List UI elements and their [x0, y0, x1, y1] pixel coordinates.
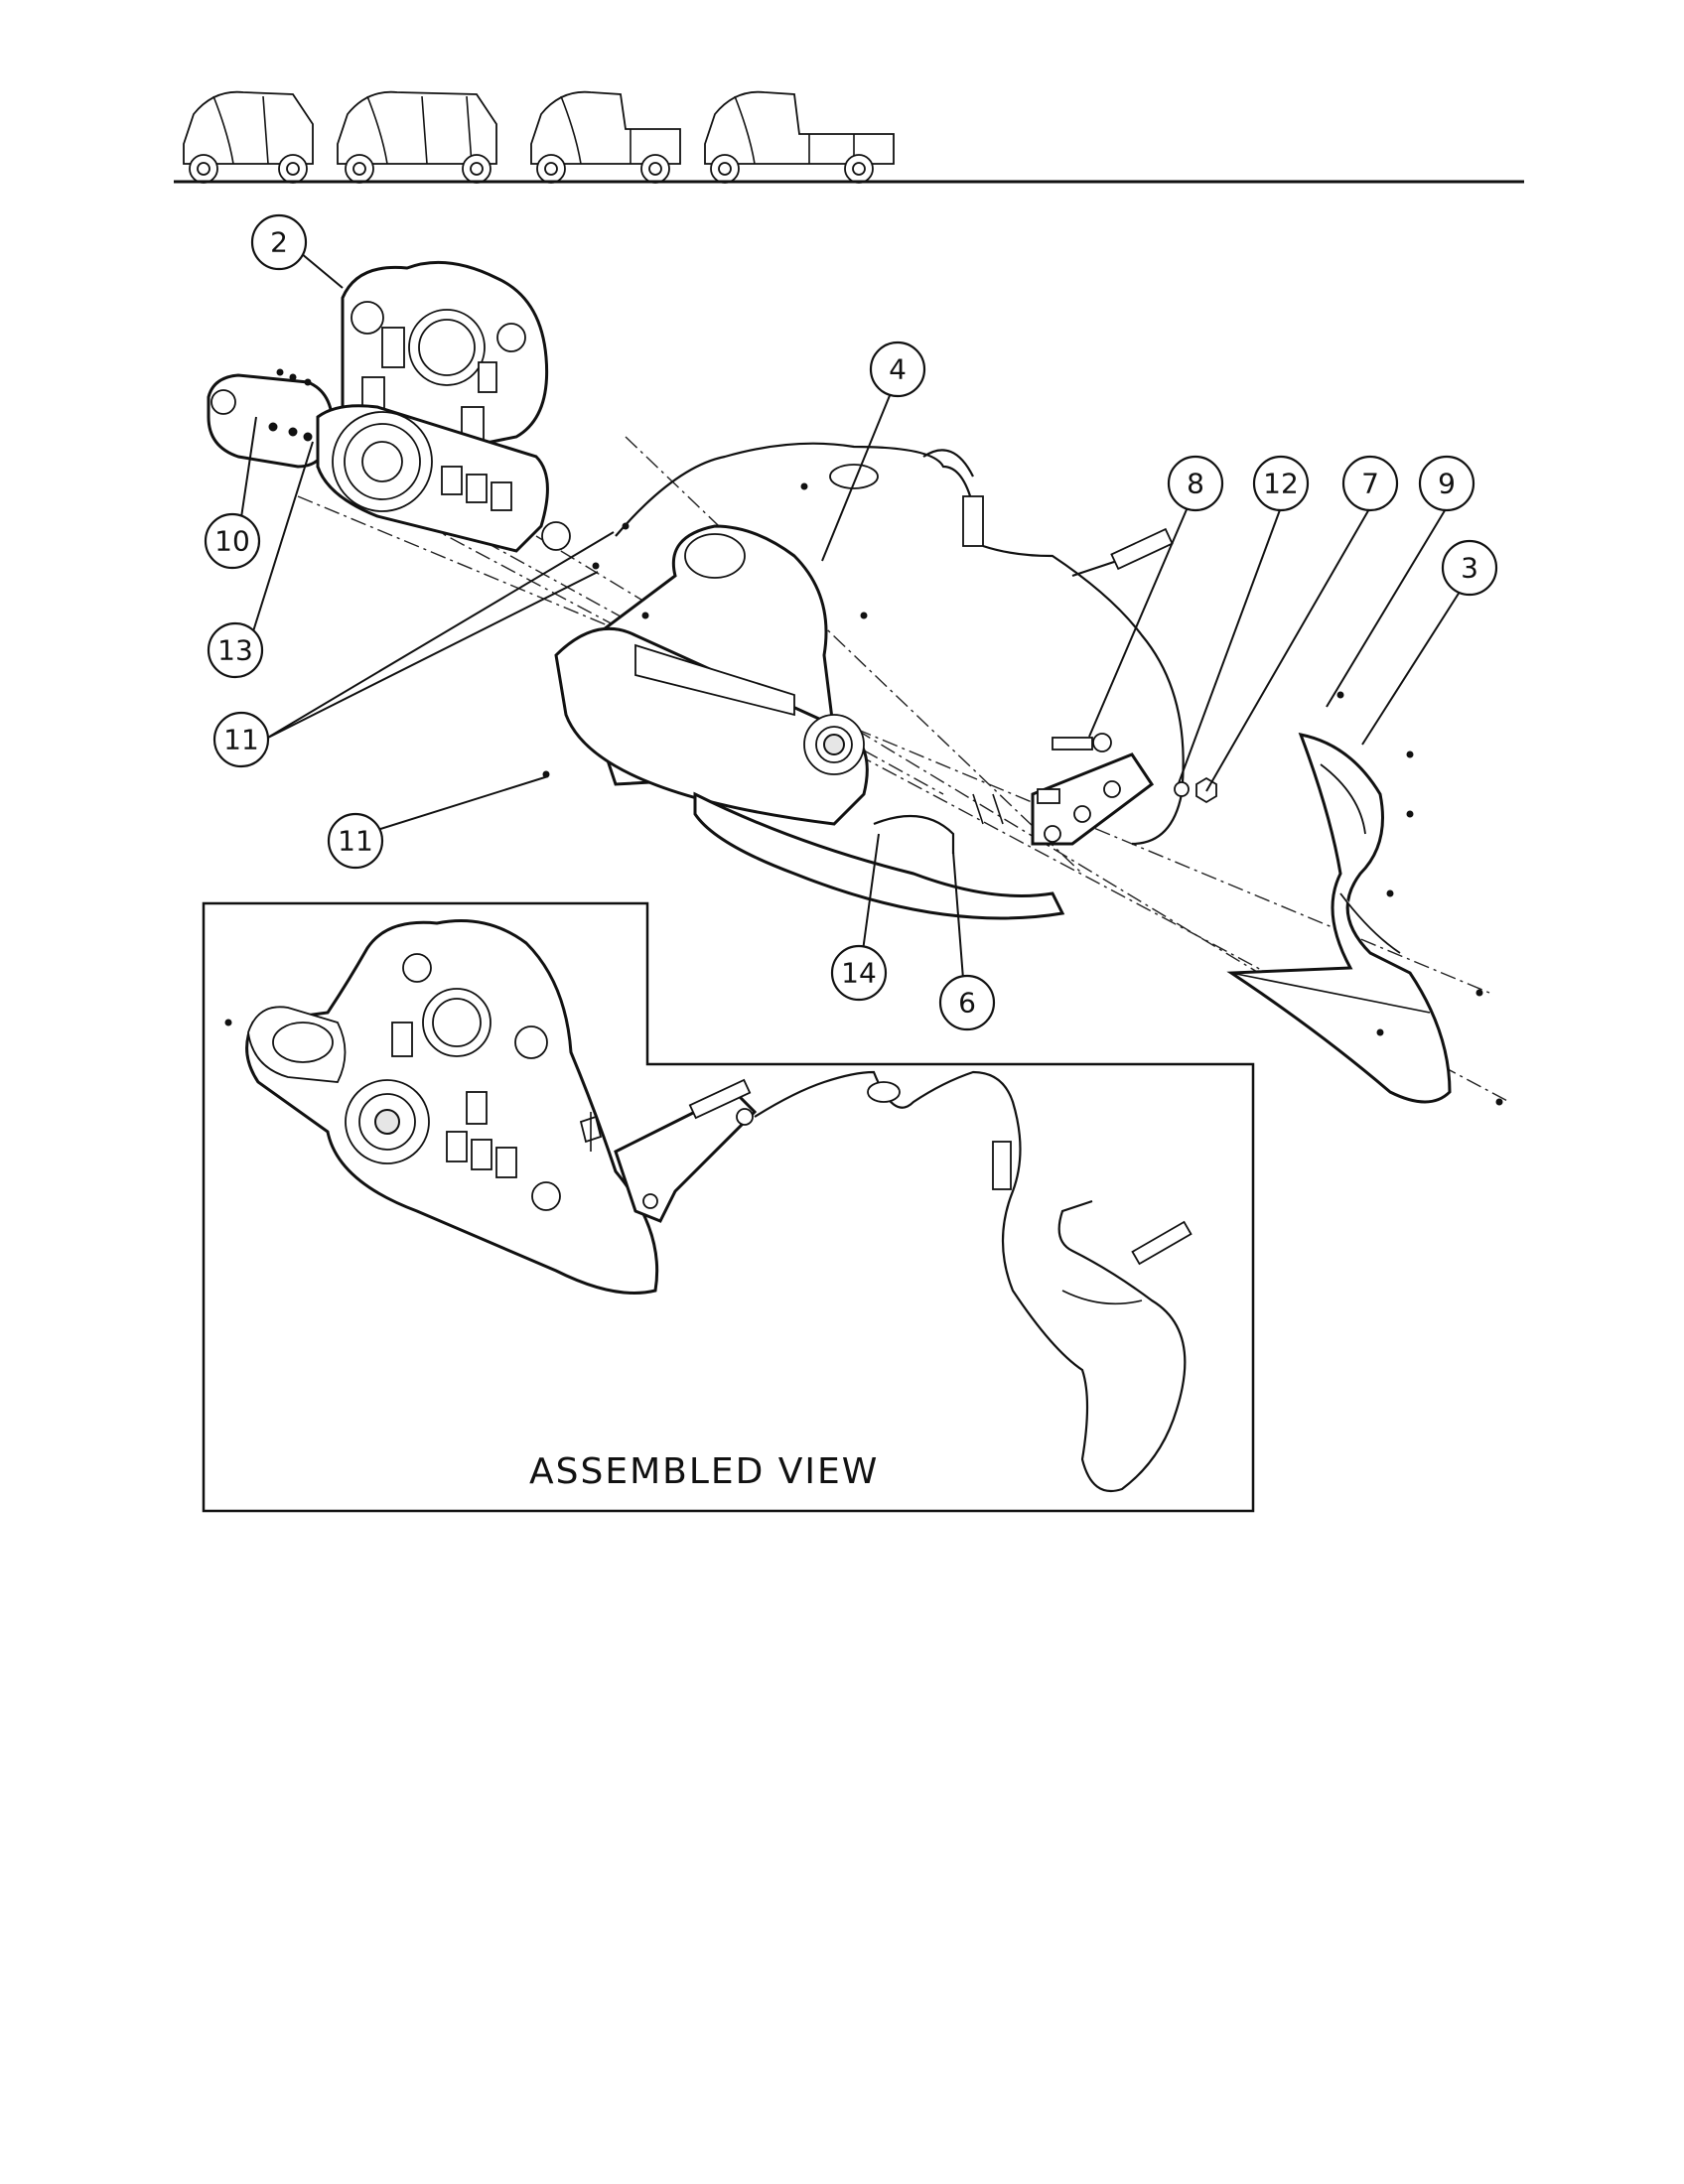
callout-11-upper-label: 11	[223, 724, 259, 756]
callout-3-label: 3	[1461, 552, 1478, 585]
callout-11-lower: 11	[327, 812, 384, 870]
callout-2: 2	[250, 213, 308, 271]
inset-frame	[202, 901, 1255, 1513]
wiring-harness	[615, 442, 1185, 846]
upper-dash-housing	[341, 260, 549, 459]
lower-bracket	[873, 752, 1155, 854]
short-bed-vehicle-icon	[530, 90, 681, 184]
assembled-view-label: ASSEMBLED VIEW	[529, 1451, 879, 1492]
callout-13: 13	[207, 621, 264, 679]
callout-6: 6	[938, 974, 996, 1031]
exploded-view: 2 4 8 12 7 9 3 10	[204, 213, 1510, 1106]
two-seat-vehicle-icon	[183, 90, 314, 184]
four-seat-vehicle-icon	[337, 90, 497, 184]
screws	[276, 368, 1503, 1106]
leader-lines	[239, 252, 1463, 980]
steering-column-housing	[554, 524, 1065, 920]
bolt-washer-nut-set	[1052, 733, 1217, 804]
callout-9: 9	[1418, 455, 1475, 512]
callout-10: 10	[204, 512, 261, 570]
callout-7-label: 7	[1361, 468, 1379, 500]
right-end-cap	[1226, 732, 1452, 1104]
callout-12-label: 12	[1263, 468, 1299, 500]
assembled-view-inset: ASSEMBLED VIEW	[202, 901, 1255, 1513]
long-bed-vehicle-icon	[704, 90, 895, 184]
callout-4-label: 4	[889, 353, 907, 386]
callout-10-label: 10	[214, 525, 250, 558]
left-switch-pod	[207, 373, 335, 469]
callout-3: 3	[1441, 539, 1498, 597]
callout-4: 4	[869, 341, 926, 398]
callout-8: 8	[1167, 455, 1224, 512]
header-vehicle-icons	[174, 90, 1524, 184]
callout-12: 12	[1252, 455, 1310, 512]
callout-2-label: 2	[270, 226, 288, 259]
callout-13-label: 13	[217, 634, 253, 667]
callout-7: 7	[1341, 455, 1399, 512]
callout-11-upper: 11	[212, 711, 270, 768]
callout-9-label: 9	[1438, 468, 1456, 500]
callout-6-label: 6	[958, 987, 976, 1020]
callout-14: 14	[830, 944, 888, 1002]
callout-11-lower-label: 11	[338, 825, 373, 858]
callout-14-label: 14	[841, 957, 877, 990]
center-instrument-cluster	[316, 404, 571, 553]
callout-8-label: 8	[1187, 468, 1204, 500]
